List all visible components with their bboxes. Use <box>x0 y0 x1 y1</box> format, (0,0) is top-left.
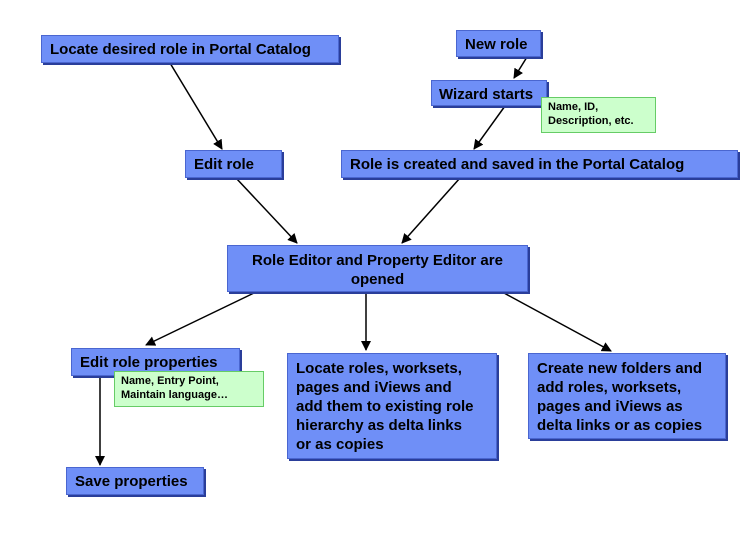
arrow-edit-to-editor <box>235 177 298 244</box>
properties-note-line: Name, Entry Point, <box>121 375 219 387</box>
role-created-box[interactable]: Role is created and saved in the Portal … <box>341 150 738 178</box>
arrow-newrole-to-wizard <box>513 56 528 79</box>
arrow-locate-to-edit <box>169 62 223 150</box>
arrow-editor-to-editprops <box>145 292 255 346</box>
arrow-wizard-to-created <box>473 105 506 150</box>
create-folders-box[interactable]: Create new folders and add roles, workse… <box>528 353 726 439</box>
role-editor-line: opened <box>350 271 405 288</box>
edit-role-properties-label: Edit role properties <box>80 354 218 371</box>
arrow-created-to-editor <box>401 177 461 244</box>
edit-role-box[interactable]: Edit role <box>185 150 282 178</box>
properties-note: Name, Entry Point, Maintain language… <box>114 371 264 407</box>
save-properties-label: Save properties <box>75 473 188 490</box>
locate-roles-line: or as copies <box>296 436 384 453</box>
create-folders-line: delta links or as copies <box>537 417 703 434</box>
locate-roles-line: Locate roles, worksets, <box>296 360 462 377</box>
role-editor-box[interactable]: Role Editor and Property Editor are open… <box>227 245 528 292</box>
locate-role-label: Locate desired role in Portal Catalog <box>50 41 311 58</box>
locate-roles-line: add them to existing role <box>296 398 474 415</box>
wizard-note-line: Description, etc. <box>548 115 634 127</box>
wizard-note-line: Name, ID, <box>548 101 599 113</box>
locate-roles-line: pages and iViews and <box>296 379 452 396</box>
new-role-label: New role <box>465 36 528 53</box>
create-folders-line: Create new folders and <box>537 360 703 377</box>
create-folders-line: pages and iViews as <box>537 398 683 415</box>
arrow-editor-to-createfolders <box>503 292 612 352</box>
new-role-box[interactable]: New role <box>456 30 541 57</box>
wizard-starts-box[interactable]: Wizard starts <box>431 80 547 106</box>
save-properties-box[interactable]: Save properties <box>66 467 204 495</box>
wizard-note: Name, ID, Description, etc. <box>541 97 656 133</box>
wizard-starts-label: Wizard starts <box>439 86 534 103</box>
locate-roles-box[interactable]: Locate roles, worksets, pages and iViews… <box>287 353 497 459</box>
edit-role-label: Edit role <box>194 156 255 173</box>
create-folders-line: add roles, worksets, <box>537 379 682 396</box>
role-editor-line: Role Editor and Property Editor are <box>252 252 503 269</box>
locate-role-box[interactable]: Locate desired role in Portal Catalog <box>41 35 339 63</box>
properties-note-line: Maintain language… <box>121 389 228 401</box>
locate-roles-line: hierarchy as delta links <box>296 417 462 434</box>
role-created-label: Role is created and saved in the Portal … <box>350 156 685 173</box>
